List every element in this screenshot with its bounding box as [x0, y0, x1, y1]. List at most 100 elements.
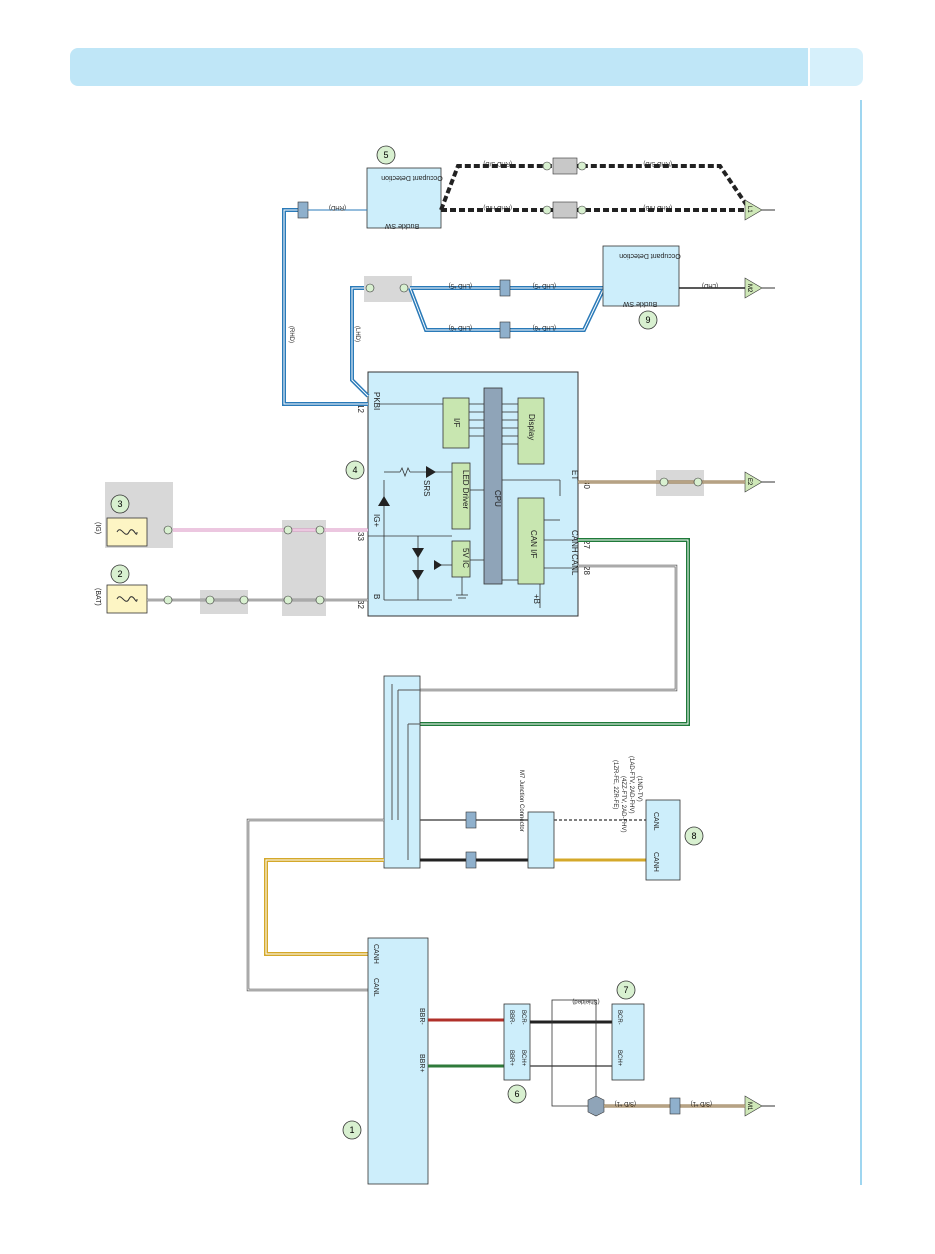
- pkbi-wire-rhd-core: [283, 209, 368, 405]
- sensor-9-title: Occupant Detection: [619, 252, 681, 259]
- canh-wire-green-core: [420, 539, 689, 725]
- module-6-bbr-plus: BBR+: [508, 1050, 514, 1066]
- badge-8-text: 8: [691, 831, 696, 841]
- ground-e2-label: E2: [746, 478, 752, 486]
- label-rhd: (RHD): [288, 326, 294, 343]
- cpu-label: CPU: [493, 490, 502, 507]
- canh-label: CANH: [570, 530, 579, 553]
- module-7-bch-minus: BCR-: [616, 1010, 622, 1025]
- sensor-5-sw: Buckle SW: [384, 222, 419, 229]
- shield-ground-node: [587, 1095, 605, 1117]
- header-bar: [70, 48, 808, 86]
- module-6-bbr-minus: BBR-: [508, 1010, 514, 1024]
- module-8-canh: CANH: [652, 852, 659, 872]
- badge-4: 4: [345, 460, 365, 480]
- label-sd-m1: (S/D *1): [691, 1100, 712, 1106]
- badge-3: 3: [110, 494, 130, 514]
- pkbi-wire-lhd: [350, 286, 370, 398]
- label-rhd-hb-a: (RHD H/B): [483, 204, 512, 210]
- sensor-5-box: [366, 167, 442, 229]
- et-label: ET: [570, 470, 579, 480]
- module-7-box: [611, 1003, 645, 1081]
- engine-variant-3: (1AD-FTV, 2AD-FHV): [628, 756, 634, 813]
- side-rule: [860, 100, 862, 1185]
- display-label: Display: [527, 414, 536, 440]
- plus-b-label: +B: [532, 594, 541, 604]
- badge-6-text: 6: [514, 1089, 519, 1099]
- cpu-block: [483, 387, 503, 585]
- connector-rhd: [297, 201, 309, 219]
- pkbi-wire-lhd-core: [351, 287, 370, 397]
- connector-lhd5: [499, 279, 511, 297]
- canl-to-ecu1: [246, 818, 384, 992]
- ground-l1: L1: [744, 199, 775, 221]
- engine-variant-4: (1ND-TV): [636, 776, 642, 802]
- engine-variant-1: (1ZR-FE, 2ZR-FE): [612, 760, 618, 809]
- badge-6: 6: [507, 1084, 527, 1104]
- connector-pins: [163, 525, 325, 605]
- fuse-ig-label: (IG): [94, 522, 101, 534]
- rhd-sd-wire: [439, 164, 752, 212]
- can-if-label: CAN I/F: [529, 530, 538, 559]
- canl-label: CANL: [570, 554, 579, 576]
- module-8-canl: CANL: [652, 812, 659, 831]
- b-label: B: [372, 594, 381, 599]
- label-lhd6-b: (LHD *6): [533, 324, 556, 330]
- ecu-1-bbr-minus: BBR-: [418, 1008, 425, 1025]
- sensor-9-sw: Buckle SW: [622, 300, 657, 307]
- srs-label: SRS: [422, 480, 431, 496]
- vc-block: [451, 540, 471, 578]
- canl-to-ecu1-core: [247, 819, 384, 991]
- if-label: I/F: [452, 418, 461, 427]
- vc-label: 5V IC: [461, 548, 470, 568]
- diodes: [378, 496, 442, 580]
- label-rhd-top: (RHD): [329, 204, 346, 210]
- label-lhd-m2: (LHD): [702, 282, 718, 288]
- badge-9-text: 9: [645, 315, 650, 325]
- rhd-pins: [542, 161, 587, 215]
- ig-plus-label: IG+: [372, 514, 381, 527]
- badge-8: 8: [684, 826, 704, 846]
- badge-2: 2: [110, 564, 130, 584]
- badge-5-text: 5: [383, 150, 388, 160]
- badge-2-text: 2: [117, 569, 122, 579]
- fuse-3: [106, 517, 148, 547]
- connector-lhd6: [499, 321, 511, 339]
- pin-12: 12: [356, 404, 365, 413]
- ecu-1-box: [367, 937, 429, 1185]
- ground-m1-label: M1: [746, 1102, 752, 1111]
- canh-to-ecu1-yellow: [264, 858, 384, 956]
- splice-hb: [552, 201, 578, 219]
- can-if-block: [517, 497, 545, 585]
- pin-28: 28: [582, 566, 591, 575]
- label-rhd-sd-b: (RHD S/D): [643, 160, 672, 166]
- label-rhd-sd-a: (RHD S/D): [483, 160, 512, 166]
- lhd-pins: [365, 283, 409, 293]
- pkbi-wire-rhd: [282, 208, 368, 406]
- splice-sd: [552, 157, 578, 175]
- if-block: [442, 397, 470, 449]
- label-lhd5-a: (LHD *5): [449, 282, 472, 288]
- label-lhd: (LHD): [354, 326, 360, 342]
- led-driver-label: LED Driver: [461, 470, 470, 509]
- shield-outline: [551, 999, 597, 1107]
- badge-1: 1: [342, 1120, 362, 1140]
- ground-m2: M2: [744, 277, 775, 299]
- engine-variants: (1ZR-FE, 2ZR-FE) (4ZZ-FTV, 2AD-FHV) (1AD…: [612, 756, 642, 832]
- ground-m2-label: M2: [746, 284, 752, 293]
- ecu-4-internals: [368, 403, 578, 608]
- fuse-bat-label: (BAT): [94, 588, 101, 606]
- module-7-bch-plus: BCH+: [616, 1050, 622, 1067]
- display-block: [517, 397, 545, 465]
- junction-internal: [391, 684, 420, 860]
- module-6-bch-plus: BCH+: [520, 1050, 526, 1067]
- badge-7-text: 7: [623, 985, 628, 995]
- fuse-2-symbol: [116, 596, 138, 602]
- header-tab: [810, 48, 863, 86]
- label-lhd5-b: (LHD *5): [533, 282, 556, 288]
- ecu-4-box: [367, 371, 579, 617]
- label-rhd-hb-b: (RHD H/B): [643, 204, 672, 210]
- module-6-bch-minus: BCR-: [520, 1010, 526, 1025]
- srs-led: [426, 466, 436, 478]
